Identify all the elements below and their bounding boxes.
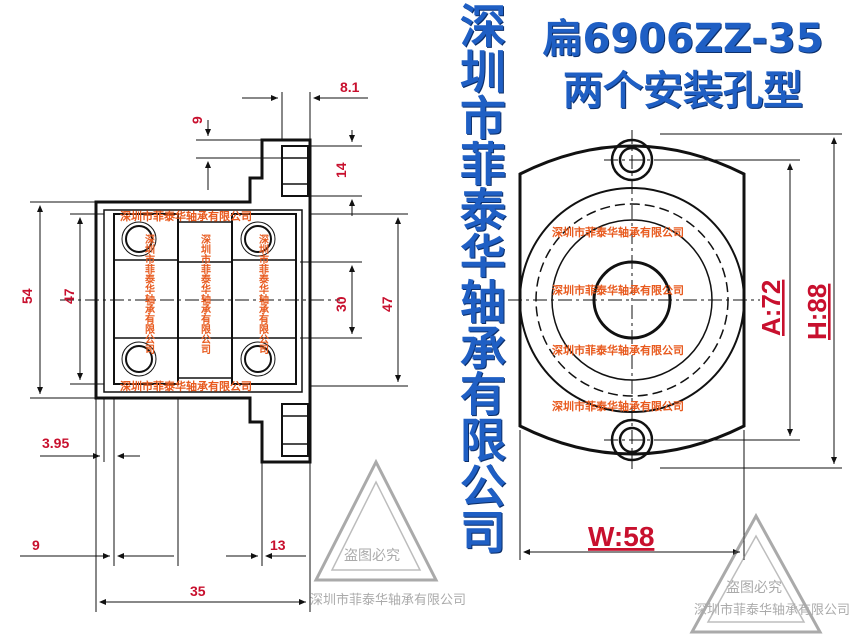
dim-a-72: A:72 (756, 280, 786, 336)
company-name-vertical: 深圳市菲泰华轴承有限公司 (453, 2, 507, 554)
model-subtitle: 两个安装孔型 (563, 68, 803, 114)
dim-h-88: H:88 (802, 284, 832, 340)
svg-text:盗图必究: 盗图必究 (726, 580, 782, 596)
dim-9-bottom: 9 (32, 537, 40, 553)
dim-47-left: 47 (61, 288, 77, 304)
watermark-side-v3: 深圳市菲泰华轴承有限公司 (257, 233, 270, 355)
anti-theft-stamp-left: 盗图必究 深圳市菲泰华轴承有限公司 (310, 458, 466, 608)
model-title: 扁6906ZZ-35 (542, 16, 824, 62)
front-centerlines (508, 130, 760, 470)
dim-47-right: 47 (379, 296, 395, 312)
dim-35: 35 (190, 583, 206, 599)
svg-text:深圳市菲泰华轴承有限公司: 深圳市菲泰华轴承有限公司 (694, 602, 850, 618)
watermark-side-bottom: 深圳市菲泰华轴承有限公司 (120, 379, 252, 393)
svg-text:盗图必究: 盗图必究 (344, 548, 400, 564)
bearing-ball-rings (121, 221, 276, 377)
dim-14: 14 (333, 162, 349, 178)
side-dimension-lines (20, 92, 408, 612)
anti-theft-stamp-right: 盗图必究 深圳市菲泰华轴承有限公司 (689, 512, 850, 634)
watermark-front-3: 深圳市菲泰华轴承有限公司 (552, 343, 684, 357)
dim-9-top: 9 (189, 116, 205, 124)
dim-30: 30 (333, 296, 349, 312)
side-section-view (94, 138, 312, 464)
watermark-side-top: 深圳市菲泰华轴承有限公司 (120, 209, 252, 223)
watermark-side-v2: 深圳市菲泰华轴承有限公司 (199, 233, 212, 355)
watermark-front-2: 深圳市菲泰华轴承有限公司 (552, 283, 684, 297)
dim-3-95: 3.95 (42, 435, 69, 451)
watermark-front-1: 深圳市菲泰华轴承有限公司 (552, 225, 684, 239)
bearing-balls (125, 225, 272, 373)
dim-13: 13 (270, 537, 286, 553)
svg-text:深圳市菲泰华轴承有限公司: 深圳市菲泰华轴承有限公司 (310, 592, 466, 608)
watermark-side-v1: 深圳市菲泰华轴承有限公司 (143, 233, 156, 355)
dim-54: 54 (19, 288, 35, 304)
dim-w-58: W:58 (588, 521, 654, 552)
dim-8-1: 8.1 (340, 79, 360, 95)
watermark-front-4: 深圳市菲泰华轴承有限公司 (552, 399, 684, 413)
